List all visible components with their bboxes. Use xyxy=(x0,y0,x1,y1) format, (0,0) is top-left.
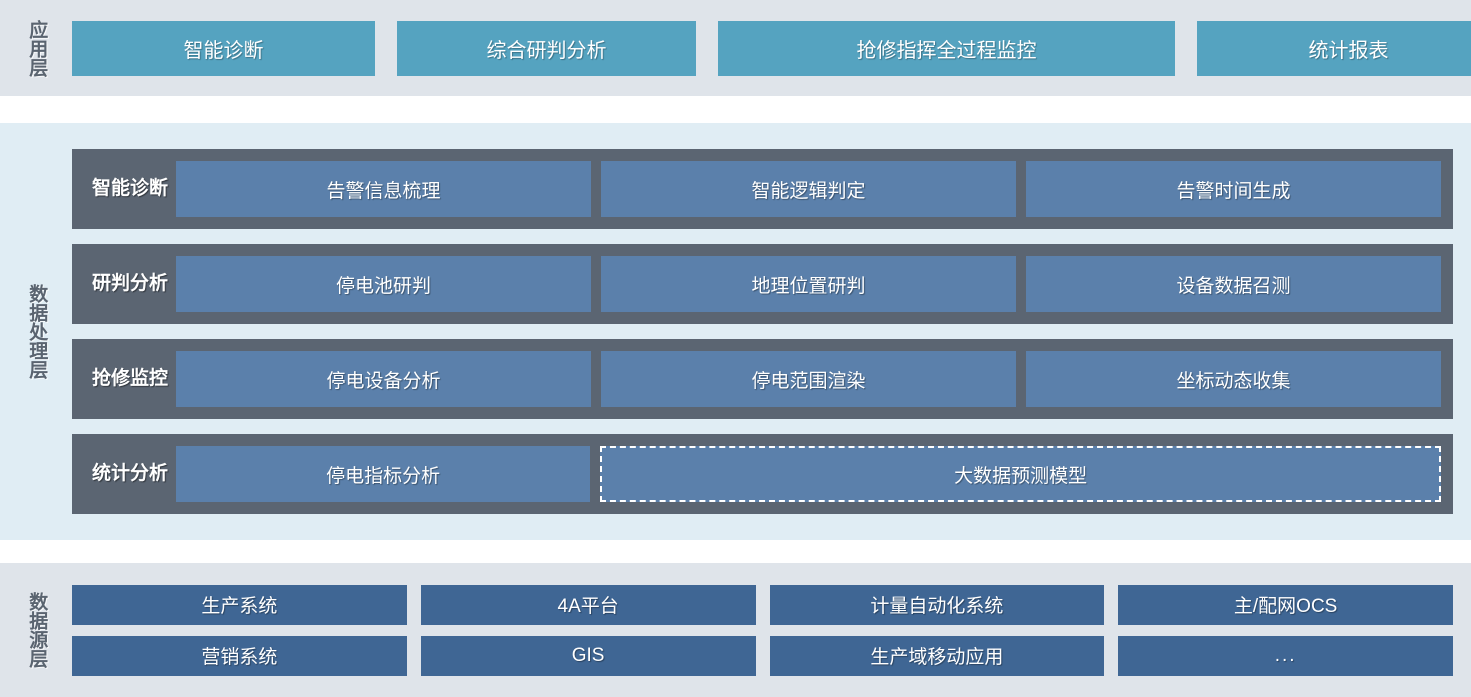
proc-row-label-intelligent-diagnosis: 智能诊断 xyxy=(91,177,168,199)
app-card-intelligent-diagnosis[interactable]: 智能诊断 xyxy=(72,20,375,76)
data-source-layer-label: 数据源层 xyxy=(26,592,48,668)
proc-row-research-analysis: 研判分析 停电池研判 地理位置研判 设备数据召测 xyxy=(72,244,1453,324)
proc-row-repair-monitoring: 抢修监控 停电设备分析 停电范围渲染 坐标动态收集 xyxy=(72,339,1453,419)
proc-card-intelligent-logic-judgment[interactable]: 智能逻辑判定 xyxy=(601,161,1016,217)
application-layer-label: 应用层 xyxy=(26,19,48,77)
proc-row-label-research-analysis: 研判分析 xyxy=(91,272,168,294)
panel-gap-lower xyxy=(0,540,1471,563)
src-card-main-distribution-ocs[interactable]: 主/配网OCS xyxy=(1118,584,1453,625)
proc-row-intelligent-diagnosis: 智能诊断 告警信息梳理 智能逻辑判定 告警时间生成 xyxy=(72,149,1453,229)
src-card-metering-automation-system[interactable]: 计量自动化系统 xyxy=(769,584,1105,625)
proc-card-outage-index-analysis[interactable]: 停电指标分析 xyxy=(176,446,591,502)
src-card-4a-platform[interactable]: 4A平台 xyxy=(420,584,756,625)
proc-card-alarm-info-sorting[interactable]: 告警信息梳理 xyxy=(176,161,591,217)
src-card-marketing-system[interactable]: 营销系统 xyxy=(72,635,407,676)
data-source-row-1: 生产系统 4A平台 计量自动化系统 主/配网OCS xyxy=(72,584,1453,625)
data-processing-layer: 数据处理层 智能诊断 告警信息梳理 智能逻辑判定 告警时间生成 研判分析 停电池… xyxy=(0,123,1471,540)
data-processing-layer-label: 数据处理层 xyxy=(26,284,48,379)
src-card-production-mobile-application[interactable]: 生产域移动应用 xyxy=(769,635,1105,676)
proc-card-coordinate-dynamic-collection[interactable]: 坐标动态收集 xyxy=(1026,351,1441,407)
proc-row-label-repair-monitoring: 抢修监控 xyxy=(91,367,168,389)
app-card-repair-command-monitoring[interactable]: 抢修指挥全过程监控 xyxy=(718,20,1175,76)
application-layer: 应用层 智能诊断 综合研判分析 抢修指挥全过程监控 统计报表 xyxy=(0,0,1471,96)
panel-gap-upper xyxy=(0,96,1471,123)
data-processing-rows: 智能诊断 告警信息梳理 智能逻辑判定 告警时间生成 研判分析 停电池研判 地理位… xyxy=(72,123,1471,540)
data-source-row-2: 营销系统 GIS 生产域移动应用 ... xyxy=(72,635,1453,676)
proc-card-geographic-location-analysis[interactable]: 地理位置研判 xyxy=(601,256,1016,312)
proc-row-statistical-analysis: 统计分析 停电指标分析 大数据预测模型 xyxy=(72,434,1453,514)
src-card-production-system[interactable]: 生产系统 xyxy=(72,584,407,625)
proc-row-cards: 停电指标分析 大数据预测模型 xyxy=(176,446,1441,502)
src-card-gis[interactable]: GIS xyxy=(420,635,756,676)
proc-row-cards: 停电设备分析 停电范围渲染 坐标动态收集 xyxy=(176,351,1441,407)
data-source-layer: 数据源层 生产系统 4A平台 计量自动化系统 主/配网OCS 营销系统 GIS … xyxy=(0,563,1471,697)
proc-card-outage-pool-analysis[interactable]: 停电池研判 xyxy=(176,256,591,312)
proc-card-outage-range-rendering[interactable]: 停电范围渲染 xyxy=(601,351,1016,407)
data-source-rows: 生产系统 4A平台 计量自动化系统 主/配网OCS 营销系统 GIS 生产域移动… xyxy=(72,563,1471,697)
app-card-comprehensive-analysis[interactable]: 综合研判分析 xyxy=(397,20,696,76)
src-card-more[interactable]: ... xyxy=(1118,635,1453,676)
proc-row-cards: 告警信息梳理 智能逻辑判定 告警时间生成 xyxy=(176,161,1441,217)
application-layer-cards: 智能诊断 综合研判分析 抢修指挥全过程监控 统计报表 xyxy=(72,0,1471,96)
proc-card-outage-device-analysis[interactable]: 停电设备分析 xyxy=(176,351,591,407)
proc-card-device-data-polling[interactable]: 设备数据召测 xyxy=(1026,256,1441,312)
app-card-statistical-report[interactable]: 统计报表 xyxy=(1197,20,1471,76)
proc-card-bigdata-prediction-model[interactable]: 大数据预测模型 xyxy=(600,446,1441,502)
proc-card-alarm-time-generation[interactable]: 告警时间生成 xyxy=(1026,161,1441,217)
proc-row-cards: 停电池研判 地理位置研判 设备数据召测 xyxy=(176,256,1441,312)
proc-row-label-statistical-analysis: 统计分析 xyxy=(91,462,168,484)
